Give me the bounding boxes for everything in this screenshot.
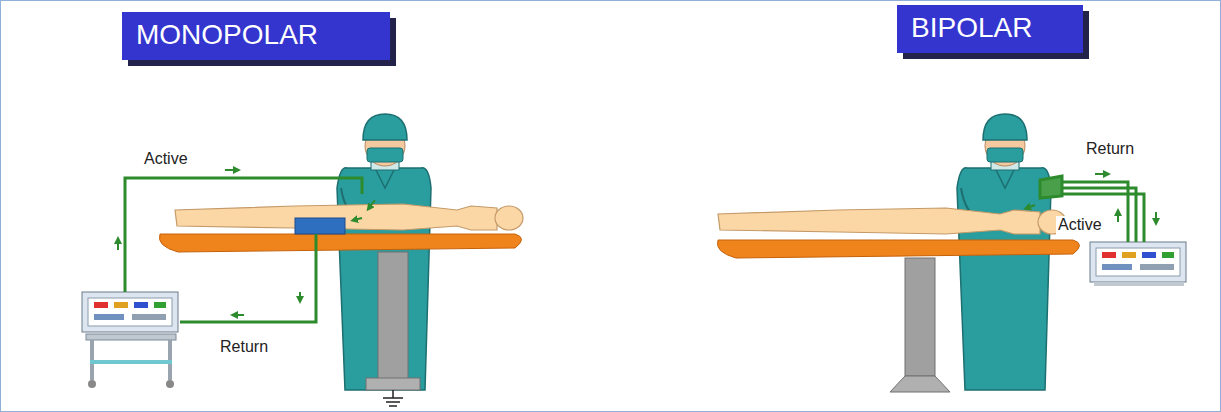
- generator-base: [1094, 282, 1184, 286]
- generator-cart: [82, 292, 178, 388]
- wire-label: Active: [142, 150, 190, 168]
- title-text: MONOPOLAR: [136, 18, 376, 52]
- operating-table: [159, 234, 521, 252]
- operating-table: [717, 240, 1079, 258]
- patient-figure: [718, 208, 1066, 234]
- current-arrows: [118, 170, 375, 315]
- bipolar-wires: [1040, 176, 1144, 242]
- table-pedestal: [378, 252, 408, 384]
- return-pad: [295, 218, 345, 234]
- table-base: [366, 378, 420, 390]
- surgeon-figure: [337, 114, 431, 390]
- monopolar-wires: [125, 178, 362, 322]
- ground-symbol: [383, 390, 403, 406]
- table-pedestal: [905, 258, 935, 376]
- patient-figure: [175, 204, 523, 230]
- wire-label: Return: [218, 338, 270, 356]
- wire-label: Return: [1084, 140, 1136, 158]
- title-text: BIPOLAR: [911, 11, 1069, 45]
- title-box: MONOPOLAR: [122, 12, 390, 60]
- generator: [1090, 242, 1186, 282]
- table-base: [890, 376, 950, 392]
- current-arrows: [1027, 174, 1156, 222]
- wire-label: Active: [1056, 216, 1104, 234]
- title-box: BIPOLAR: [897, 5, 1083, 53]
